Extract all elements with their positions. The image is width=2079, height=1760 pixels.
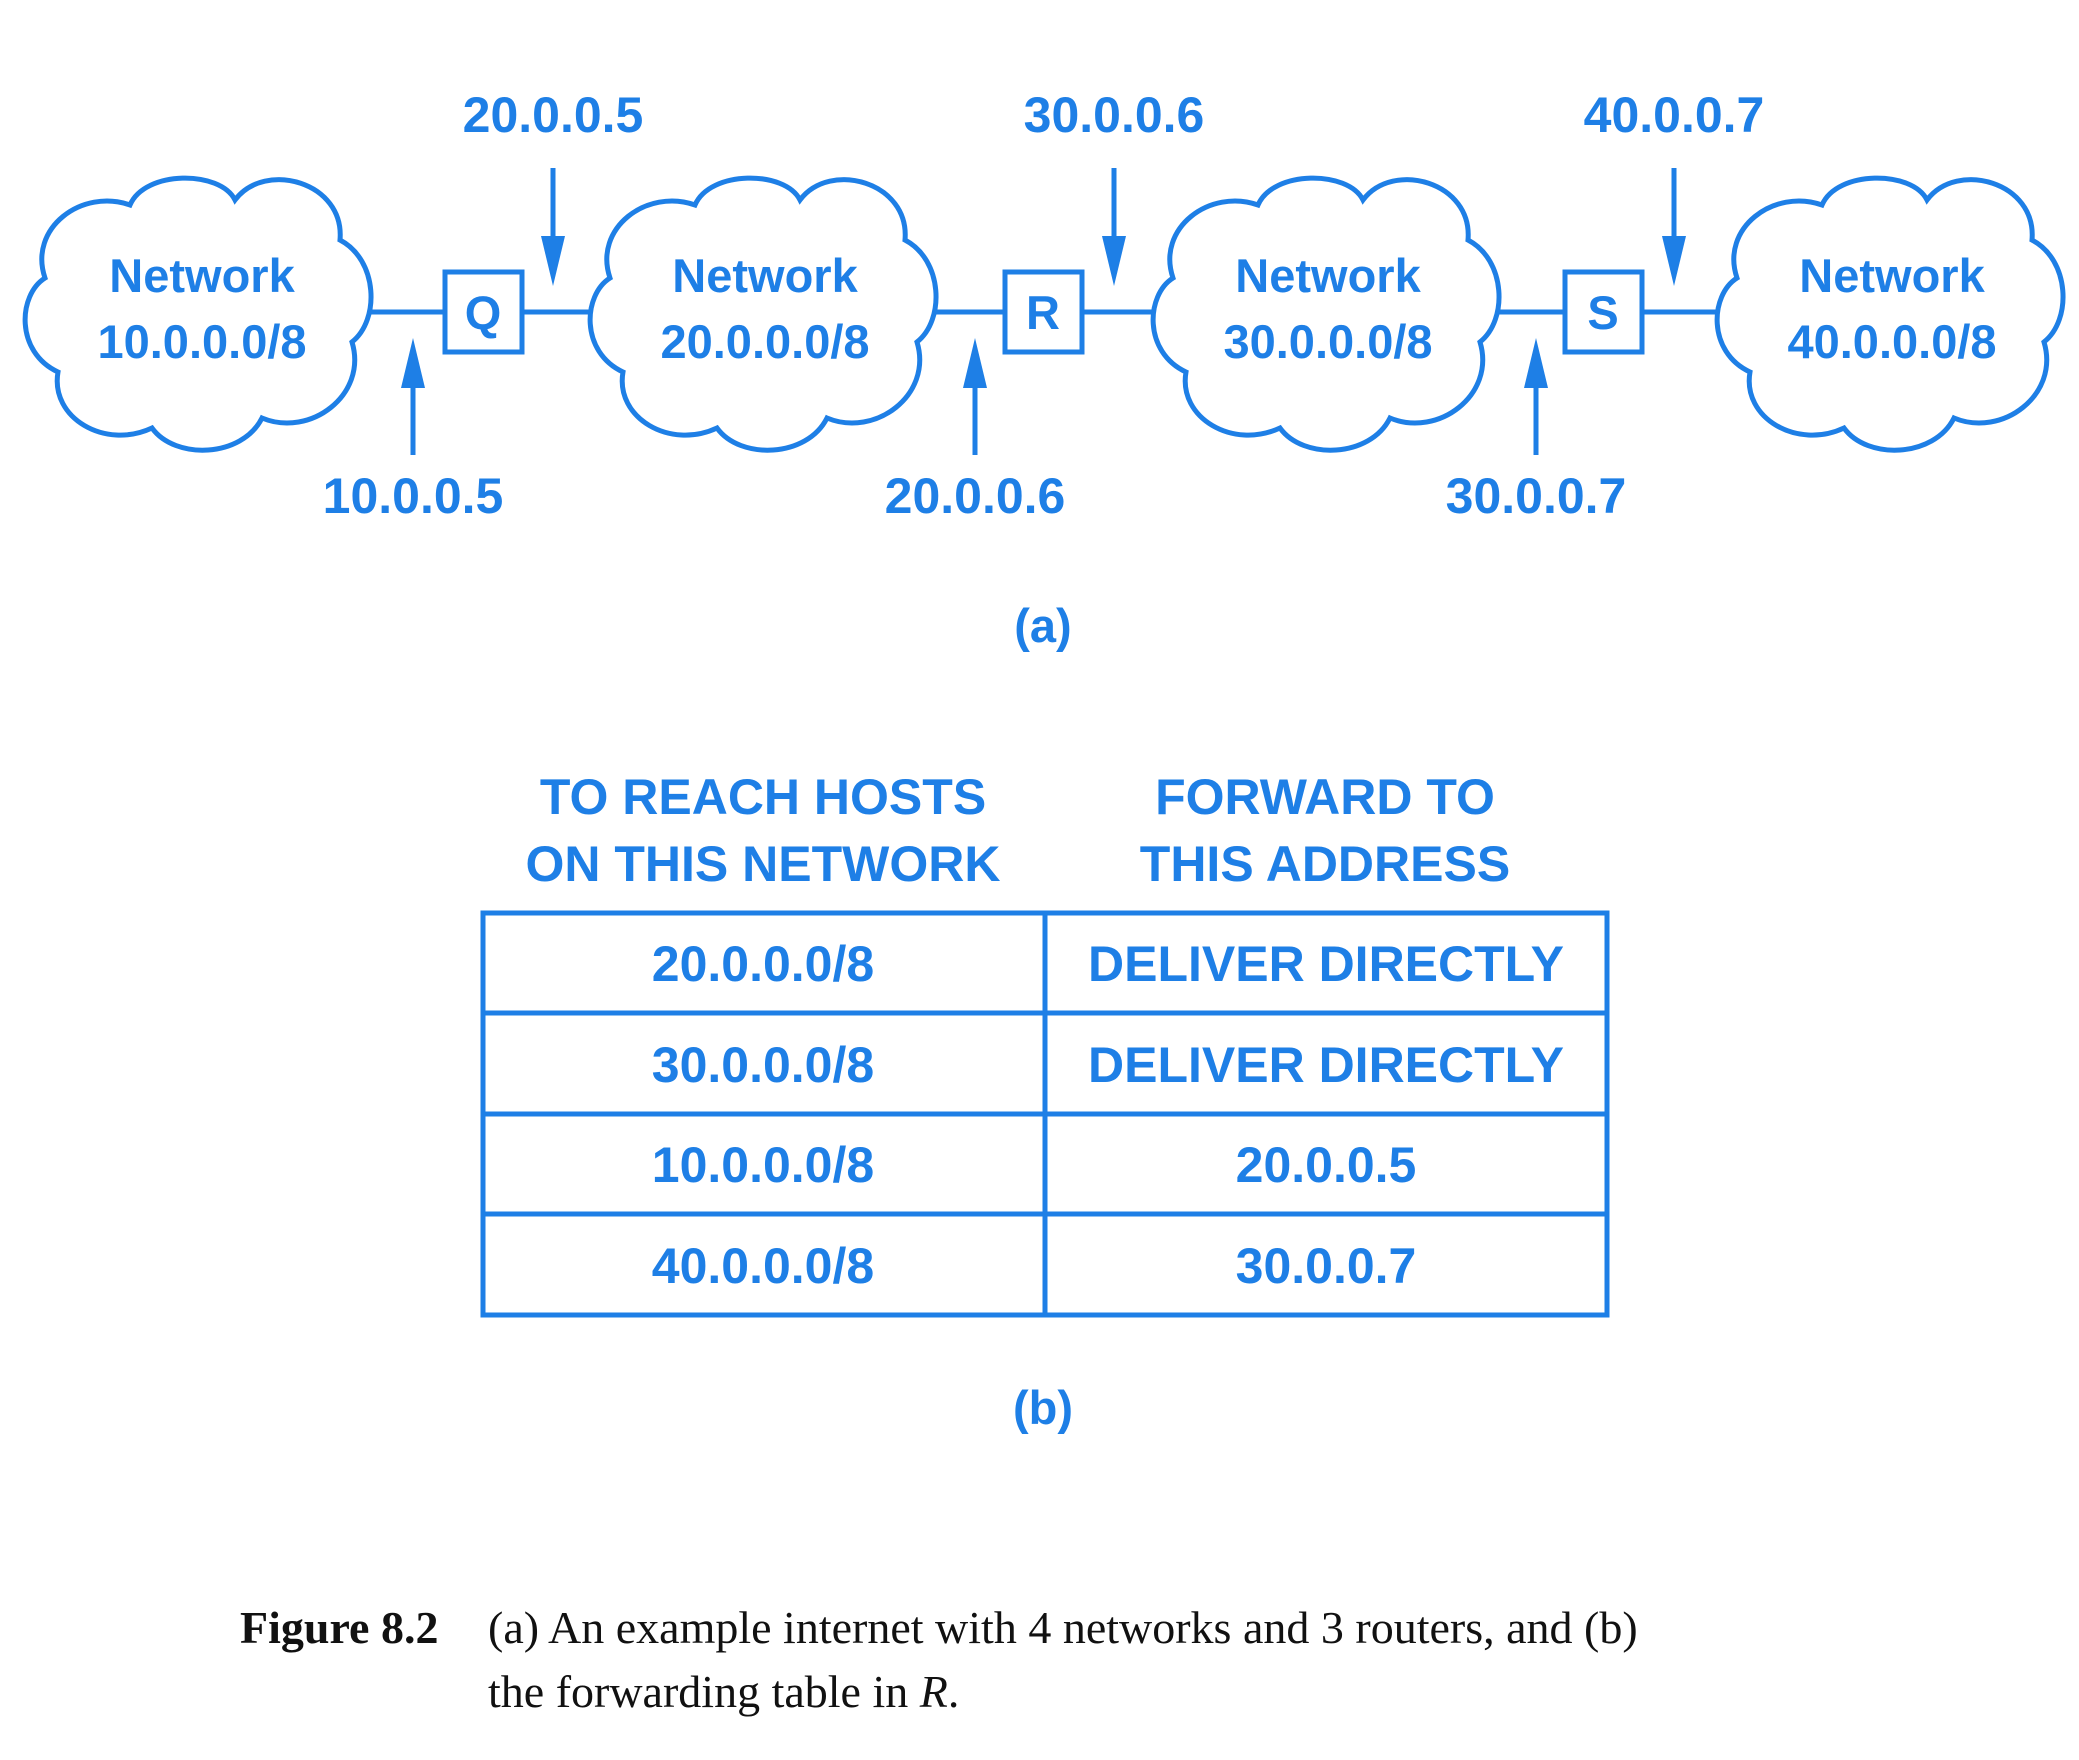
arrow-down-icon [1102, 236, 1126, 286]
address-label-s-bottom: 30.0.0.7 [1446, 468, 1627, 524]
arrow-s-bottom [1524, 338, 1548, 455]
arrow-q-bottom [401, 338, 425, 455]
caption-line-2: the forwarding table in R. [240, 1660, 1860, 1724]
network-cidr: 40.0.0.0/8 [1787, 315, 1996, 368]
router-name: R [1026, 286, 1060, 339]
table-cell-network: 30.0.0.0/8 [652, 1037, 874, 1093]
network-cloud-20: Network 20.0.0.0/8 [590, 178, 936, 450]
table-cell-forward: 30.0.0.7 [1236, 1238, 1417, 1294]
arrow-up-icon [1524, 338, 1548, 388]
arrow-up-icon [963, 338, 987, 388]
header-network-line2: ON THIS NETWORK [526, 836, 1001, 892]
router-s: S [1562, 269, 1645, 355]
caption-text-2: the forwarding table in [488, 1666, 920, 1717]
arrow-up-icon [401, 338, 425, 388]
network-name: Network [109, 249, 295, 302]
network-name: Network [672, 249, 858, 302]
caption-text-1: (a) An example internet with 4 networks … [488, 1602, 1638, 1653]
forwarding-table-headers: TO REACH HOSTS ON THIS NETWORK FORWARD T… [526, 769, 1511, 892]
table-cell-forward: DELIVER DIRECTLY [1088, 1037, 1564, 1093]
address-label-r-top: 30.0.0.6 [1024, 87, 1205, 143]
caption-line-1: Figure 8.2 (a) An example internet with 4… [240, 1596, 1860, 1660]
address-label-q-top: 20.0.0.5 [463, 87, 644, 143]
network-cloud-10: Network 10.0.0.0/8 [25, 178, 371, 450]
arrow-r-top [1102, 168, 1126, 286]
router-box [1562, 269, 1645, 355]
header-network-line1: TO REACH HOSTS [540, 769, 986, 825]
panel-a-label: (a) [1014, 599, 1071, 652]
caption-text-2-end: . [947, 1666, 960, 1717]
network-name: Network [1799, 249, 1985, 302]
address-label-r-bottom: 20.0.0.6 [885, 468, 1066, 524]
network-cidr: 30.0.0.0/8 [1223, 315, 1432, 368]
table-row: 20.0.0.0/8 DELIVER DIRECTLY [652, 936, 1564, 992]
figure-caption: Figure 8.2 (a) An example internet with 4… [240, 1596, 1860, 1724]
table-row: 30.0.0.0/8 DELIVER DIRECTLY [652, 1037, 1564, 1093]
panel-b-label: (b) [1013, 1381, 1073, 1434]
router-name: S [1587, 286, 1618, 339]
arrow-s-top [1662, 168, 1686, 286]
arrow-down-icon [541, 236, 565, 286]
arrow-q-top [541, 168, 565, 286]
network-cloud-30: Network 30.0.0.0/8 [1153, 178, 1499, 450]
table-cell-forward: 20.0.0.5 [1236, 1137, 1417, 1193]
caption-router-name: R [919, 1666, 948, 1717]
arrow-r-bottom [963, 338, 987, 455]
network-cidr: 10.0.0.0/8 [97, 315, 306, 368]
network-cloud-40: Network 40.0.0.0/8 [1717, 178, 2063, 450]
figure-label: Figure 8.2 [240, 1602, 439, 1653]
forwarding-table: 20.0.0.0/8 DELIVER DIRECTLY 30.0.0.0/8 D… [480, 910, 1610, 1318]
table-cell-network: 10.0.0.0/8 [652, 1137, 874, 1193]
address-label-s-top: 40.0.0.7 [1584, 87, 1765, 143]
header-forward-line2: THIS ADDRESS [1140, 836, 1510, 892]
table-row: 10.0.0.0/8 20.0.0.5 [652, 1137, 1417, 1193]
table-cell-network: 20.0.0.0/8 [652, 936, 874, 992]
header-forward-line1: FORWARD TO [1155, 769, 1495, 825]
table-cell-network: 40.0.0.0/8 [652, 1238, 874, 1294]
network-cidr: 20.0.0.0/8 [660, 315, 869, 368]
table-row: 40.0.0.0/8 30.0.0.7 [652, 1238, 1417, 1294]
network-name: Network [1235, 249, 1421, 302]
router-box [442, 269, 525, 355]
router-name: Q [465, 286, 502, 339]
address-label-q-bottom: 10.0.0.5 [323, 468, 504, 524]
table-cell-forward: DELIVER DIRECTLY [1088, 936, 1564, 992]
router-box [1002, 269, 1085, 355]
router-q: Q [442, 269, 525, 355]
arrow-down-icon [1662, 236, 1686, 286]
router-r: R [1002, 269, 1085, 355]
